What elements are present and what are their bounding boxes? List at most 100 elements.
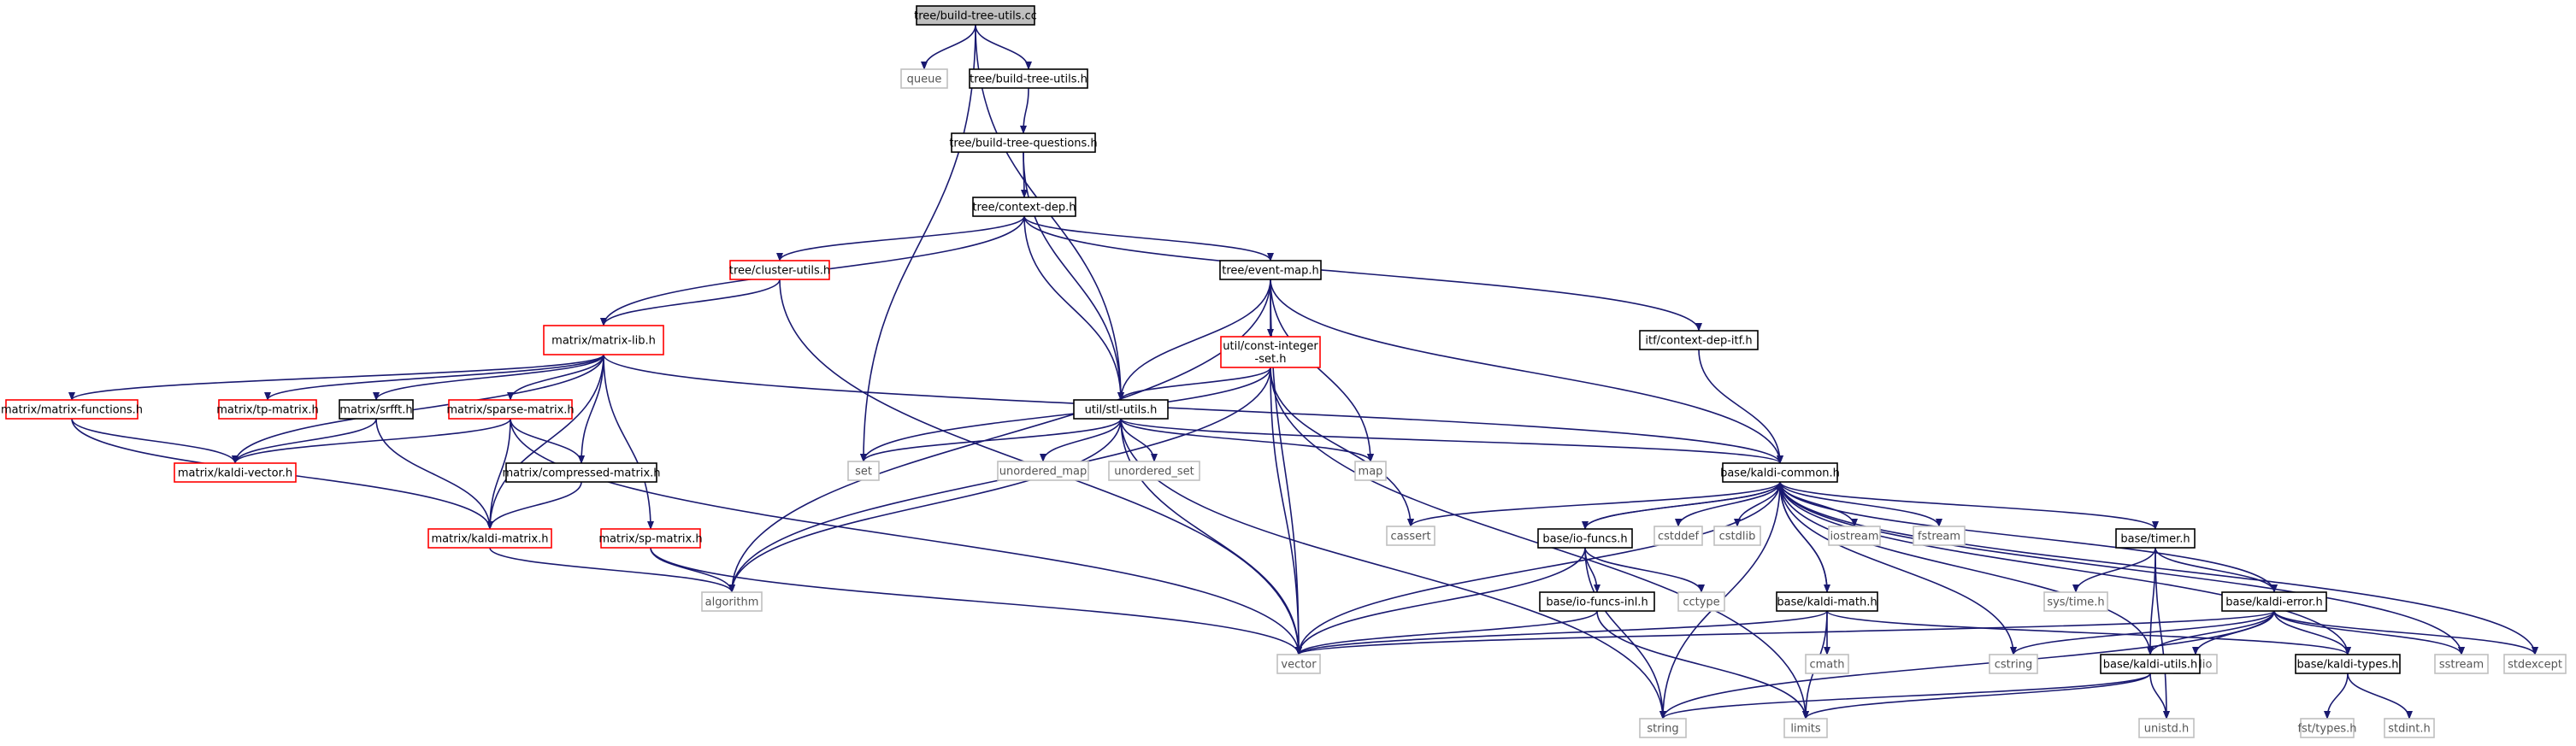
edge-base-kaldi-common-h-to-cstddef bbox=[1675, 481, 1781, 527]
node-cstdlib: cstdlib bbox=[1713, 526, 1761, 546]
node-base-kaldi-types-h[interactable]: base/kaldi-types.h bbox=[2295, 654, 2401, 674]
edge-util-const-integer-set-h-to-vector bbox=[1270, 367, 1302, 655]
edge-matrix-kaldi-matrix-h-to-algorithm bbox=[489, 547, 735, 593]
node-label: matrix/tp-matrix.h bbox=[216, 404, 319, 417]
node-tree-build-tree-questions-h[interactable]: tree/build-tree-questions.h bbox=[949, 132, 1098, 153]
node-base-io-funcs-h[interactable]: base/io-funcs.h bbox=[1537, 528, 1633, 549]
node-itf-context-dep-itf-h[interactable]: itf/context-dep-itf.h bbox=[1639, 330, 1759, 350]
node-box bbox=[1805, 654, 1849, 674]
edge-base-kaldi-error-h-to-stdexcept bbox=[2273, 610, 2538, 655]
node-matrix-kaldi-vector-h[interactable]: matrix/kaldi-vector.h bbox=[174, 462, 297, 483]
node-matrix-matrix-lib-h[interactable]: matrix/matrix-lib.h bbox=[543, 325, 664, 355]
node-matrix-tp-matrix-h[interactable]: matrix/tp-matrix.h bbox=[216, 399, 319, 420]
edge-base-io-funcs-inl-h-to-limits bbox=[1596, 610, 1809, 720]
node-base-kaldi-error-h[interactable]: base/kaldi-error.h bbox=[2221, 591, 2327, 612]
node-box bbox=[900, 68, 948, 89]
node-util-stl-utils-h[interactable]: util/stl-utils.h bbox=[1073, 399, 1169, 420]
edge-tree-event-map-h-to-util-stl-utils-h bbox=[1117, 279, 1271, 401]
node-matrix-compressed-matrix-h[interactable]: matrix/compressed-matrix.h bbox=[502, 462, 661, 483]
node-cassert: cassert bbox=[1386, 526, 1435, 546]
node-box bbox=[1677, 591, 1725, 612]
node-base-io-funcs-inl-h[interactable]: base/io-funcs-inl.h bbox=[1539, 591, 1655, 612]
edge-base-kaldi-common-h-to-base-kaldi-utils-h bbox=[1779, 481, 2154, 655]
node-tree-context-dep-h[interactable]: tree/context-dep.h bbox=[972, 197, 1076, 217]
node-label: itf/context-dep-itf.h bbox=[1645, 335, 1752, 348]
node-box bbox=[339, 399, 414, 420]
node-box bbox=[916, 5, 1035, 26]
edge-base-kaldi-error-h-to-vector bbox=[1295, 610, 2275, 655]
node-label: base/kaldi-common.h bbox=[1720, 467, 1840, 480]
node-tree-event-map-h[interactable]: tree/event-map.h bbox=[1219, 260, 1322, 280]
edge-tree-cluster-utils-h-to-matrix-matrix-lib-h bbox=[600, 279, 781, 326]
node-label: matrix/matrix-lib.h bbox=[551, 335, 656, 348]
node-label: vector bbox=[1281, 659, 1317, 672]
node-tree-build-tree-utils-h[interactable]: tree/build-tree-utils.h bbox=[969, 68, 1088, 89]
edge-util-const-integer-set-h-to-util-stl-utils-h bbox=[1117, 367, 1271, 401]
node-box bbox=[2043, 591, 2108, 612]
node-base-kaldi-math-h[interactable]: base/kaldi-math.h bbox=[1776, 591, 1878, 612]
node-label: base/io-funcs.h bbox=[1542, 533, 1627, 546]
edge-matrix-matrix-lib-h-to-matrix-kaldi-vector-h bbox=[232, 354, 604, 464]
edge-tree-event-map-h-to-base-kaldi-common-h bbox=[1270, 279, 1783, 464]
edge-base-io-funcs-h-to-vector bbox=[1295, 547, 1586, 655]
node-base-kaldi-common-h[interactable]: base/kaldi-common.h bbox=[1720, 462, 1840, 483]
node-box bbox=[5, 399, 139, 420]
node-box bbox=[1539, 591, 1655, 612]
node-algorithm: algorithm bbox=[701, 591, 763, 612]
node-label: fst/types.h bbox=[2297, 723, 2356, 736]
node-matrix-kaldi-matrix-h[interactable]: matrix/kaldi-matrix.h bbox=[427, 528, 552, 549]
node-matrix-srfft-h[interactable]: matrix/srfft.h bbox=[339, 399, 414, 420]
edge-base-kaldi-common-h-to-base-timer-h bbox=[1779, 481, 2159, 530]
edge-base-kaldi-error-h-to-sstream bbox=[2273, 610, 2465, 655]
edge-base-kaldi-error-h-to-cstring bbox=[2010, 610, 2275, 655]
node-box bbox=[1653, 526, 1703, 546]
node-box bbox=[1108, 461, 1200, 481]
node-cctype: cctype bbox=[1677, 591, 1725, 612]
node-label: cstdlib bbox=[1719, 531, 1756, 543]
edge-base-kaldi-common-h-to-base-kaldi-types-h bbox=[1779, 481, 2351, 655]
node-map: map bbox=[1354, 461, 1387, 481]
edge-matrix-matrix-lib-h-to-base-kaldi-common-h bbox=[603, 354, 1783, 464]
node-label: base/io-funcs-inl.h bbox=[1546, 596, 1648, 609]
edge-matrix-matrix-lib-h-to-matrix-sp-matrix-h bbox=[603, 354, 654, 530]
node-box bbox=[1354, 461, 1387, 481]
node-label: base/kaldi-types.h bbox=[2297, 659, 2399, 672]
edge-base-kaldi-common-h-to-fstream bbox=[1779, 481, 1942, 527]
node-label: tree/event-map.h bbox=[1222, 265, 1319, 278]
node-matrix-matrix-functions-h[interactable]: matrix/matrix-functions.h bbox=[1, 399, 143, 420]
edge-base-timer-h-to-base-kaldi-utils-h bbox=[2147, 547, 2156, 655]
node-label: string bbox=[1647, 723, 1678, 736]
edge-matrix-sparse-matrix-h-to-matrix-compressed-matrix-h bbox=[510, 418, 585, 464]
edge-util-stl-utils-h-to-map bbox=[1120, 418, 1374, 462]
node-box bbox=[1989, 654, 2038, 674]
edge-base-kaldi-common-h-to-stdexcept bbox=[1779, 481, 2538, 655]
node-label: tree/build-tree-utils.cc bbox=[914, 10, 1037, 23]
node-label: map bbox=[1359, 466, 1383, 479]
edge-util-stl-utils-h-to-algorithm bbox=[728, 418, 1122, 593]
node-label: unordered_map bbox=[999, 466, 1088, 479]
edge-base-kaldi-error-h-to-base-kaldi-types-h bbox=[2273, 610, 2351, 655]
node-box bbox=[1073, 399, 1169, 420]
node-label: util/stl-utils.h bbox=[1085, 404, 1158, 417]
node-tree-cluster-utils-h[interactable]: tree/cluster-utils.h bbox=[729, 260, 830, 280]
edge-base-io-funcs-h-to-string bbox=[1584, 547, 1666, 720]
edge-base-kaldi-math-h-to-vector bbox=[1295, 610, 1828, 655]
node-fstream: fstream bbox=[1913, 526, 1966, 546]
node-util-const-integer-set-h[interactable]: util/const-integer-set.h bbox=[1220, 336, 1321, 368]
node-base-timer-h[interactable]: base/timer.h bbox=[2115, 528, 2196, 549]
node-tree-build-tree-utils-cc[interactable]: tree/build-tree-utils.cc bbox=[914, 5, 1037, 26]
edge-util-stl-utils-h-to-unordered-set bbox=[1120, 418, 1158, 462]
edge-base-io-funcs-h-to-base-kaldi-common-h bbox=[1584, 481, 1783, 530]
node-set: set bbox=[847, 461, 880, 481]
edge-matrix-compressed-matrix-h-to-matrix-kaldi-matrix-h bbox=[486, 481, 582, 530]
node-matrix-sparse-matrix-h[interactable]: matrix/sparse-matrix.h bbox=[446, 399, 575, 420]
edge-itf-context-dep-itf-h-to-base-kaldi-common-h bbox=[1698, 349, 1783, 464]
node-stdexcept: stdexcept bbox=[2503, 654, 2567, 674]
node-matrix-sp-matrix-h[interactable]: matrix/sp-matrix.h bbox=[598, 528, 703, 549]
node-box bbox=[997, 461, 1089, 481]
node-unordered-map: unordered_map bbox=[997, 461, 1089, 481]
node-label: algorithm bbox=[705, 596, 759, 609]
node-base-kaldi-utils-h[interactable]: base/kaldi-utils.h bbox=[2100, 654, 2201, 674]
